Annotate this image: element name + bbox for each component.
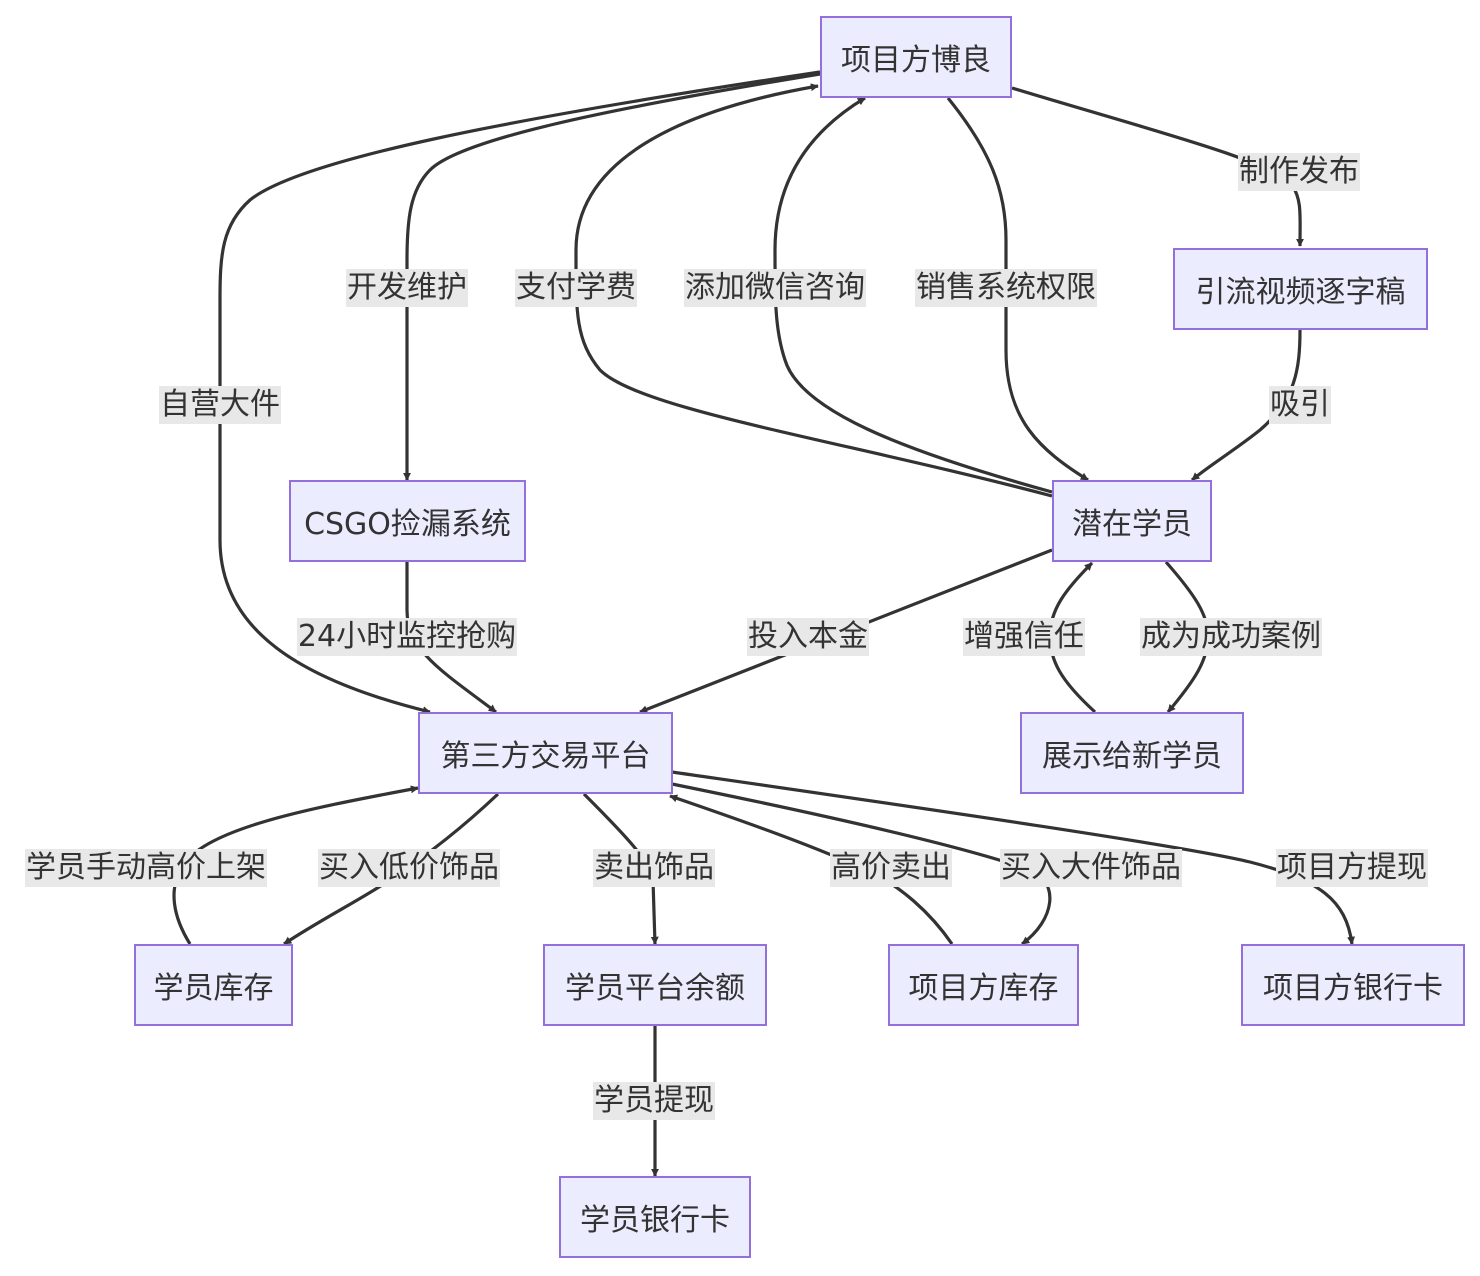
edge-label-maichu: 卖出饰品 <box>593 849 715 887</box>
edge-label-zhizuo: 制作发布 <box>1238 153 1360 191</box>
edge-label-shangjia: 学员手动高价上架 <box>25 849 267 887</box>
node-platform[interactable]: 第三方交易平台 <box>418 712 673 794</box>
node-proj-stock[interactable]: 项目方库存 <box>888 944 1079 1026</box>
edge-platform-to-projcard <box>671 770 1355 945</box>
edge-label-jiankong: 24小时监控抢购 <box>296 618 518 656</box>
edge-boliang-to-csgo <box>403 72 821 481</box>
edge-label-kaifa: 开发维护 <box>346 269 468 307</box>
edge-label-tixian-proj: 项目方提现 <box>1276 849 1428 887</box>
node-stu-stock[interactable]: 学员库存 <box>134 944 293 1026</box>
node-stu-balance[interactable]: 学员平台余额 <box>543 944 767 1026</box>
edge-label-tixian-stu: 学员提现 <box>593 1082 715 1120</box>
edge-qianzai-to-boliang-wechat <box>773 96 1053 494</box>
edge-csgo-to-platform <box>405 562 497 714</box>
edge-label-mairu-di: 买入低价饰品 <box>318 849 500 887</box>
edge-label-zhifu: 支付学费 <box>515 269 637 307</box>
edge-qianzai-to-boliang-pay <box>574 83 1053 498</box>
edge-boliang-to-platform <box>218 70 821 715</box>
edge-label-tianjia: 添加微信咨询 <box>684 269 866 307</box>
edge-platform-to-projstock <box>671 782 1052 946</box>
node-yinliu[interactable]: 引流视频逐字稿 <box>1173 248 1428 330</box>
edge-label-xiyin: 吸引 <box>1269 386 1331 424</box>
node-csgo[interactable]: CSGO捡漏系统 <box>289 480 526 562</box>
edge-yinliu-to-qianzai <box>1190 329 1302 482</box>
edge-boliang-to-qianzai <box>946 96 1089 482</box>
edge-label-xiaoshou: 销售系统权限 <box>915 269 1097 307</box>
node-zhanshi[interactable]: 展示给新学员 <box>1020 712 1244 794</box>
edge-label-ziying: 自营大件 <box>159 386 281 424</box>
edge-label-gaojia: 高价卖出 <box>830 849 952 887</box>
node-qianzai[interactable]: 潜在学员 <box>1052 480 1212 562</box>
edge-label-chengwei: 成为成功案例 <box>1140 618 1322 656</box>
edge-label-mairu-da: 买入大件饰品 <box>1000 849 1182 887</box>
node-proj-card[interactable]: 项目方银行卡 <box>1241 944 1465 1026</box>
node-boliang[interactable]: 项目方博良 <box>820 16 1012 98</box>
edge-label-touru: 投入本金 <box>747 618 869 656</box>
edge-label-zengqiang: 增强信任 <box>963 618 1085 656</box>
node-stu-card[interactable]: 学员银行卡 <box>559 1176 751 1258</box>
